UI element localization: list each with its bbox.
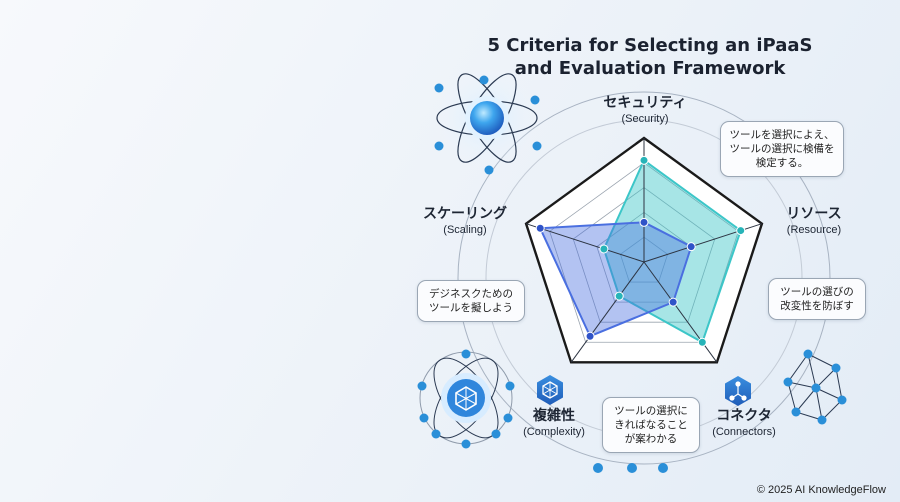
radar-series-area: [538, 221, 693, 338]
radar-data-point: [639, 155, 649, 165]
network-hexagon-icon: [417, 349, 515, 449]
label-resource: リソース (Resource): [764, 206, 864, 238]
bubble-left: デジネスクための ツールを擬しよう: [417, 280, 525, 322]
label-complexity-jp: 複雑性: [533, 408, 575, 424]
label-scaling-jp: スケーリング: [423, 206, 507, 222]
label-connectors: コネクタ (Connectors): [694, 408, 794, 440]
radar-series-area: [602, 158, 742, 344]
label-scaling: スケーリング (Scaling): [410, 206, 520, 238]
bubble-left-line-2: ツールを擬しよう: [429, 302, 513, 314]
title-line-2: and Evaluation Framework: [514, 58, 786, 79]
label-complexity: 複雑性 (Complexity): [504, 408, 604, 440]
complexity-hex-icon: [537, 375, 563, 405]
orbit-dots: [593, 463, 668, 473]
radar-data-point: [585, 331, 595, 341]
bubble-right: ツールの選びの 改変性を防ぼす: [768, 278, 866, 320]
radar-grid-ring: [549, 162, 739, 343]
connectors-hex-icon: [725, 376, 751, 406]
bubble-right-line-1: ツールの選びの: [780, 286, 854, 298]
radar-data-point: [686, 242, 696, 252]
label-security-jp: セキュリティ: [603, 95, 687, 111]
radar-grid-ring: [596, 211, 692, 303]
label-complexity-en: (Complexity): [523, 426, 585, 438]
radar-data-point: [668, 297, 678, 307]
radar-grid: [549, 162, 739, 343]
label-scaling-en: (Scaling): [443, 224, 487, 236]
title-line-1: 5 Criteria for Selecting an iPaaS: [487, 35, 813, 56]
radar-series: [525, 138, 763, 363]
radar-grid-ring: [572, 187, 716, 323]
atom-icon: [434, 66, 542, 175]
bubble-top-right: ツールを選択によえ、 ツールの選択に検備を 検定する。: [720, 121, 844, 177]
radar-grid-ring: [619, 236, 669, 283]
label-resource-en: (Resource): [786, 224, 842, 236]
polyhedron-icon: [783, 349, 847, 425]
radar-data-point: [535, 223, 545, 233]
label-resource-jp: リソース: [786, 206, 842, 222]
bubble-right-line-2: 改変性を防ぼす: [780, 300, 854, 312]
label-connectors-en: (Connectors): [712, 426, 776, 438]
label-connectors-jp: コネクタ: [716, 408, 772, 424]
label-security: セキュリティ (Security): [590, 95, 700, 127]
radar-axis-spoke: [570, 261, 645, 363]
radar-data-point: [614, 291, 624, 301]
copyright-footer: © 2025 AI KnowledgeFlow: [756, 484, 886, 496]
bubble-left-line-1: デジネスクための: [429, 288, 513, 300]
page-title: 5 Criteria for Selecting an iPaaS and Ev…: [470, 34, 830, 80]
bubble-bottom-line-3: が案わかる: [624, 433, 678, 445]
radar-data-point: [639, 217, 649, 227]
bubble-top-right-line-2: ツールの選択に検備を: [729, 143, 835, 155]
radar-data-point: [697, 337, 707, 347]
bubble-top-right-line-1: ツールを選択によえ、: [729, 129, 835, 141]
label-security-en: (Security): [621, 113, 669, 125]
bubble-bottom-line-2: きればなること: [614, 419, 688, 431]
radar-axis-spoke: [525, 223, 645, 263]
bubble-bottom: ツールの選択に きればなること が案わかる: [602, 397, 700, 453]
radar-data-point: [736, 226, 746, 236]
radar-data-point: [599, 244, 609, 254]
bubble-top-right-line-3: 検定する。: [755, 157, 809, 169]
bubble-bottom-line-1: ツールの選択に: [614, 405, 688, 417]
